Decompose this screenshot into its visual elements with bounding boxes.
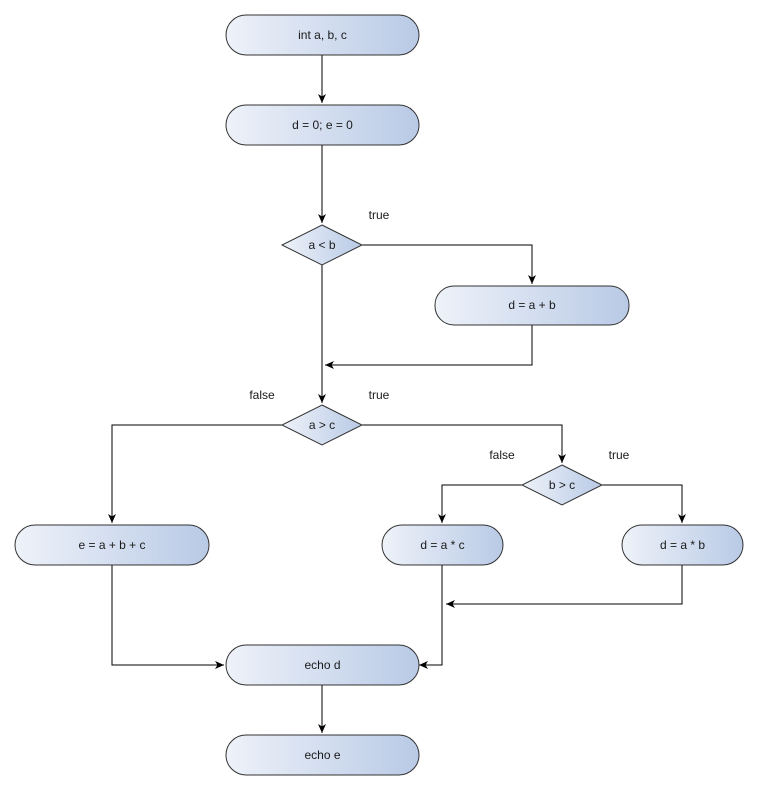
edge-label-b-gt-c-true: true: [609, 448, 630, 462]
edge-label-a-lt-b-true: true: [369, 208, 390, 222]
node-d-sum: [434, 285, 630, 326]
edges: [108, 55, 686, 733]
node-cond-b-gt-c: [520, 464, 604, 506]
node-e-sum-label: e = a + b + c: [78, 538, 145, 552]
node-echo-e-label: echo e: [304, 748, 340, 762]
node-cond-a-lt-b-label: a < b: [308, 238, 335, 252]
node-d-ab: [621, 524, 744, 566]
edge-e-sum-to-echo-d: [111, 565, 224, 669]
edge-a-gt-c-true: [362, 424, 566, 463]
edge-a-lt-b-true: [362, 244, 536, 284]
node-decl-label: int a, b, c: [298, 28, 347, 42]
edge-b-gt-c-false: [438, 484, 522, 523]
node-cond-a-lt-b: [280, 224, 364, 266]
edge-label-a-gt-c-false: false: [249, 388, 275, 402]
node-d-ab-label: d = a * b: [660, 538, 705, 552]
node-d-ac: [381, 524, 504, 566]
edge-label-a-gt-c-true: true: [369, 388, 390, 402]
node-echo-e: [225, 734, 420, 776]
node-cond-b-gt-c-label: b > c: [549, 478, 575, 492]
node-init: [225, 104, 420, 146]
node-echo-d: [225, 644, 420, 686]
node-d-ac-label: d = a * c: [420, 538, 464, 552]
node-init-label: d = 0; e = 0: [292, 118, 353, 132]
node-echo-d-label: echo d: [304, 658, 340, 672]
node-decl: [225, 14, 420, 56]
edge-b-gt-c-true: [602, 484, 686, 523]
edge-label-b-gt-c-false: false: [489, 448, 515, 462]
edge-d-sum-merge: [325, 325, 533, 369]
node-e-sum: [14, 524, 210, 566]
node-cond-a-gt-c: [280, 404, 364, 446]
edge-d-ac-to-echo-d: [419, 565, 443, 669]
edge-a-gt-c-false: [108, 424, 282, 523]
node-cond-a-gt-c-label: a > c: [309, 418, 335, 432]
node-d-sum-label: d = a + b: [508, 298, 556, 312]
edge-d-ab-merge: [446, 565, 683, 608]
